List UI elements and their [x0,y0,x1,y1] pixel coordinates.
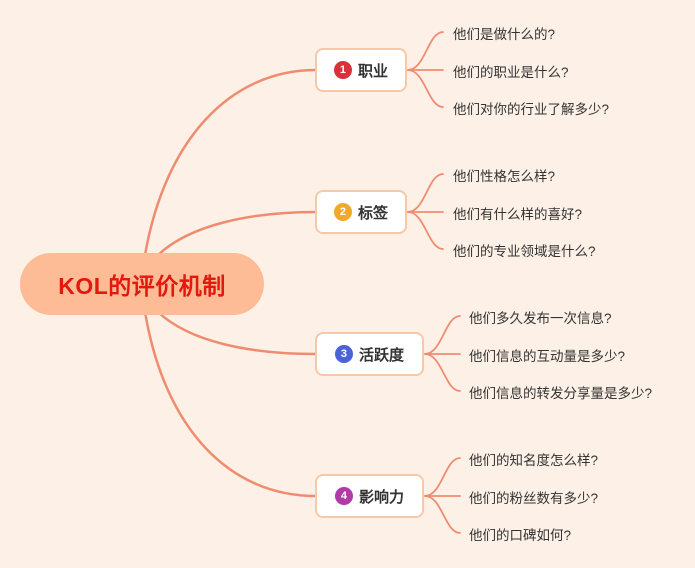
subtopic[interactable]: 他们信息的转发分享量是多少? [469,386,653,401]
number-badge-icon: 2 [333,203,352,221]
branch-occupation[interactable]: 1 职业 [315,48,407,92]
subtopic[interactable]: 他们有什么样的喜好? [453,207,583,222]
subtopic[interactable]: 他们的专业领域是什么? [453,244,596,259]
subtopic[interactable]: 他们信息的互动量是多少? [469,349,626,364]
branch-influence[interactable]: 4 影响力 [315,474,424,518]
root-topic-label: KOL的评价机制 [58,273,226,299]
branch-label: 标签 [357,204,388,222]
root-topic[interactable]: KOL的评价机制 [20,253,264,315]
number-badge-icon: 1 [333,61,352,79]
subtopic[interactable]: 他们的职业是什么? [453,65,569,80]
subtopic[interactable]: 他们多久发布一次信息? [469,311,612,326]
branch-activity[interactable]: 3 活跃度 [315,332,424,376]
branch-label: 活跃度 [358,346,404,364]
branch-label: 职业 [357,62,388,80]
subtopic[interactable]: 他们性格怎么样? [453,169,556,184]
subtopic[interactable]: 他们是做什么的? [453,27,556,42]
number-badge-icon: 4 [334,487,353,505]
subtopic[interactable]: 他们的粉丝数有多少? [469,491,599,506]
subtopic[interactable]: 他们的知名度怎么样? [469,453,599,468]
number-badge-icon: 3 [334,345,353,363]
branch-tags[interactable]: 2 标签 [315,190,407,234]
subtopic[interactable]: 他们对你的行业了解多少? [453,102,610,117]
branch-label: 影响力 [358,488,404,506]
subtopic[interactable]: 他们的口碑如何? [469,528,572,543]
